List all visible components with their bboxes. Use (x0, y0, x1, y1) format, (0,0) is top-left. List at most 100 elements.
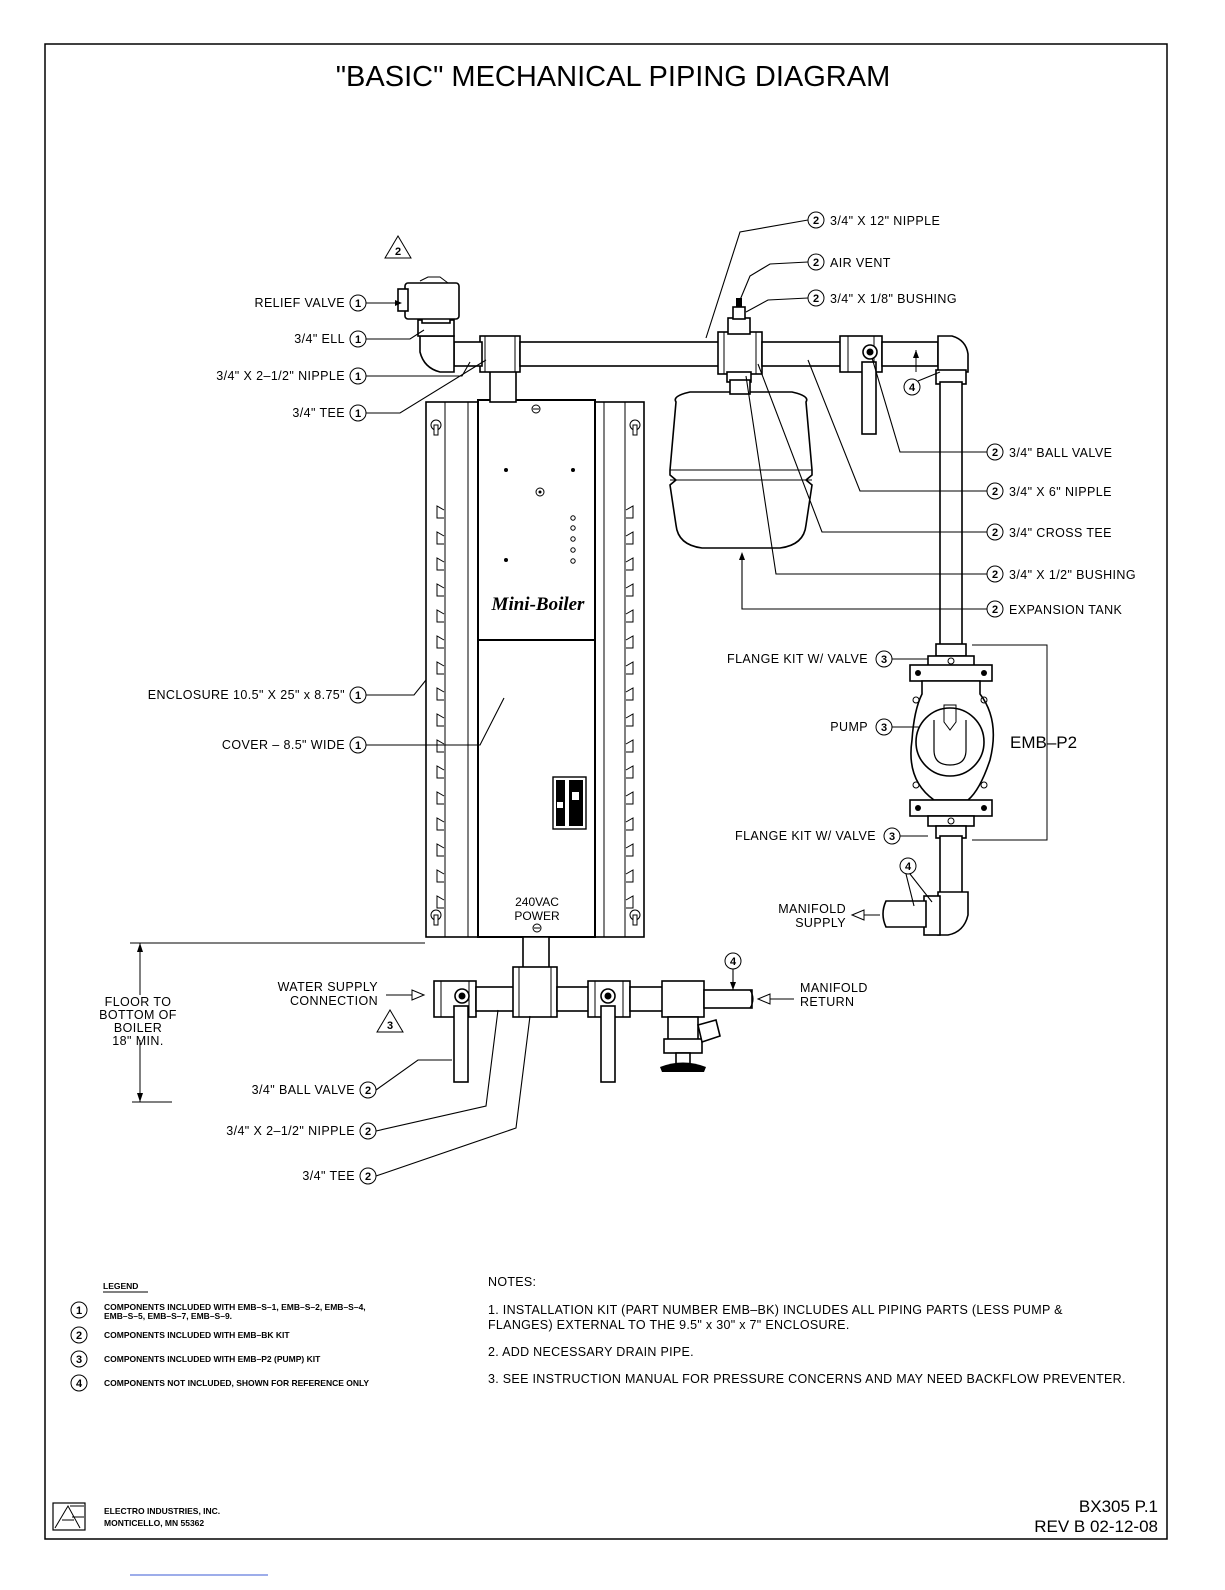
power-label-line1: 240VAC (515, 895, 559, 909)
callout-manifold-return: 4 MANIFOLD RETURN (724, 952, 868, 1009)
svg-text:REV B 02-12-08: REV B 02-12-08 (1034, 1517, 1158, 1536)
revision-triangle-3: 3 (376, 1009, 404, 1033)
svg-text:2: 2 (395, 246, 401, 258)
callout-ref-bottom-elbow: 4 (899, 857, 933, 907)
legend-number: 3 (76, 1354, 82, 1366)
louver-slot (436, 687, 445, 701)
louver-slot (436, 869, 445, 883)
legend-number: 4 (76, 1378, 83, 1390)
legend-item: 4 COMPONENTS NOT INCLUDED, SHOWN FOR REFE… (70, 1374, 369, 1392)
louver-slot (625, 609, 634, 623)
callout-tee-top: 3/4" TEE 1 (292, 359, 487, 422)
ball-valve-top-right (839, 335, 883, 435)
louver-slot (436, 713, 445, 727)
svg-text:RETURN: RETURN (800, 995, 854, 1009)
louver-slot (625, 843, 634, 857)
svg-text:1: 1 (355, 740, 361, 752)
svg-text:2: 2 (992, 447, 998, 459)
svg-text:MANIFOLD: MANIFOLD (778, 902, 846, 916)
legend-text: COMPONENTS NOT INCLUDED, SHOWN FOR REFER… (104, 1378, 369, 1388)
callout-bushing-1-8: 2 3/4" X 1/8" BUSHING (745, 289, 957, 313)
svg-text:3. SEE INSTRUCTION MANUAL FOR: 3. SEE INSTRUCTION MANUAL FOR PRESSURE C… (488, 1372, 1126, 1386)
legend-number: 2 (76, 1330, 82, 1342)
svg-text:2: 2 (992, 569, 998, 581)
louver-slot (625, 765, 634, 779)
svg-text:3: 3 (387, 1020, 393, 1032)
louver-slot (436, 557, 445, 571)
svg-text:ENCLOSURE 10.5" X 25" x 8.75": ENCLOSURE 10.5" X 25" x 8.75" (148, 688, 345, 702)
diagram-title: "BASIC" MECHANICAL PIPING DIAGRAM (336, 61, 891, 93)
svg-text:CONNECTION: CONNECTION (290, 994, 378, 1008)
svg-text:FLANGES) EXTERNAL TO THE 9.5": FLANGES) EXTERNAL TO THE 9.5" x 30" x 7"… (488, 1318, 850, 1332)
callout-nipple-2-5-top: 3/4" X 2–1/2" NIPPLE 1 (216, 361, 471, 385)
legend-number-circle (70, 1350, 88, 1368)
svg-text:3/4" X 2–1/2" NIPPLE: 3/4" X 2–1/2" NIPPLE (226, 1124, 355, 1138)
louver-slot (625, 895, 634, 909)
svg-text:2: 2 (992, 527, 998, 539)
legend-number-circle (70, 1326, 88, 1344)
louver-slot (625, 583, 634, 597)
svg-text:3/4" X 1/2" BUSHING: 3/4" X 1/2" BUSHING (1009, 568, 1136, 582)
callout-nipple-6: 2 3/4" X 6" NIPPLE (807, 359, 1112, 500)
svg-text:3: 3 (889, 831, 895, 843)
callout-bushing-1-2: 2 3/4" X 1/2" BUSHING (745, 375, 1136, 583)
callout-ball-valve-right: 2 3/4" BALL VALVE (871, 357, 1112, 461)
louver-slot (436, 739, 445, 753)
louver-slot (625, 687, 634, 701)
svg-text:MANIFOLD: MANIFOLD (800, 981, 868, 995)
louver-slot (436, 609, 445, 623)
svg-text:3/4" X 1/8" BUSHING: 3/4" X 1/8" BUSHING (830, 292, 957, 306)
callout-air-vent: 2 AIR VENT (739, 253, 890, 301)
louver-slot (436, 765, 445, 779)
callout-enclosure: ENCLOSURE 10.5" X 25" x 8.75" 1 (148, 679, 427, 704)
svg-text:PUMP: PUMP (830, 720, 868, 734)
notes: NOTES: 1. INSTALLATION KIT (PART NUMBER … (488, 1275, 1126, 1386)
top-supply-piping (397, 276, 969, 646)
svg-text:WATER SUPPLY: WATER SUPPLY (278, 980, 379, 994)
svg-text:4: 4 (730, 956, 737, 968)
louver-slot (625, 739, 634, 753)
pump-kit-label: EMB–P2 (1010, 733, 1077, 752)
louver-slot (436, 791, 445, 805)
svg-text:1: 1 (355, 690, 361, 702)
callout-floor-clearance: FLOOR TO BOTTOM OF BOILER 18" MIN. (99, 942, 425, 1103)
svg-text:2: 2 (992, 486, 998, 498)
callout-nipple-2-5-bottom: 3/4" X 2–1/2" NIPPLE 2 (226, 1009, 499, 1140)
svg-text:3/4" TEE: 3/4" TEE (302, 1169, 355, 1183)
bottom-return-piping (433, 936, 754, 1083)
callout-cross-tee: 2 3/4" CROSS TEE (757, 363, 1112, 541)
callout-water-supply: WATER SUPPLY CONNECTION (278, 980, 426, 1008)
louver-slot (625, 791, 634, 805)
cross-tee (717, 298, 763, 383)
svg-text:2: 2 (813, 215, 819, 227)
louver-slot (436, 661, 445, 675)
legend-text: COMPONENTS INCLUDED WITH EMB–BK KIT (104, 1330, 290, 1340)
legend-number-circle (70, 1301, 88, 1319)
svg-text:1: 1 (355, 408, 361, 420)
callout-flange-bottom: FLANGE KIT W/ VALVE 3 (735, 827, 928, 845)
callout-relief-valve: RELIEF VALVE 1 (255, 294, 402, 312)
svg-text:3/4" BALL VALVE: 3/4" BALL VALVE (252, 1083, 355, 1097)
svg-text:2: 2 (813, 293, 819, 305)
svg-text:ELECTRO INDUSTRIES, INC.: ELECTRO INDUSTRIES, INC. (104, 1506, 220, 1516)
title-block: ELECTRO INDUSTRIES, INC. MONTICELLO, MN … (52, 1497, 1158, 1536)
legend-text-line2: EMB–S–5, EMB–S–7, EMB–S–9. (104, 1311, 232, 1321)
relief-valve (397, 276, 460, 324)
callout-pump: PUMP 3 (830, 718, 920, 736)
callout-nipple-12: 2 3/4" X 12" NIPPLE (705, 211, 940, 339)
louver-slot (436, 505, 445, 519)
legend-number-circle (70, 1374, 88, 1392)
svg-text:FLANGE KIT W/ VALVE: FLANGE KIT W/ VALVE (735, 829, 876, 843)
svg-text:BOTTOM OF: BOTTOM OF (99, 1008, 177, 1022)
drawing-border (44, 43, 1168, 1540)
louver-slot (436, 895, 445, 909)
legend-text: COMPONENTS INCLUDED WITH EMB–P2 (PUMP) K… (104, 1354, 321, 1364)
svg-text:NOTES:: NOTES: (488, 1275, 536, 1289)
callout-flange-top: FLANGE KIT W/ VALVE 3 (727, 650, 928, 668)
louver-slot (625, 661, 634, 675)
callout-expansion-tank: 2 EXPANSION TANK (739, 552, 1122, 618)
louver-slot (436, 635, 445, 649)
svg-text:3/4" X 6" NIPPLE: 3/4" X 6" NIPPLE (1009, 485, 1112, 499)
callout-ball-valve-bottom: 3/4" BALL VALVE 2 (252, 1059, 452, 1099)
